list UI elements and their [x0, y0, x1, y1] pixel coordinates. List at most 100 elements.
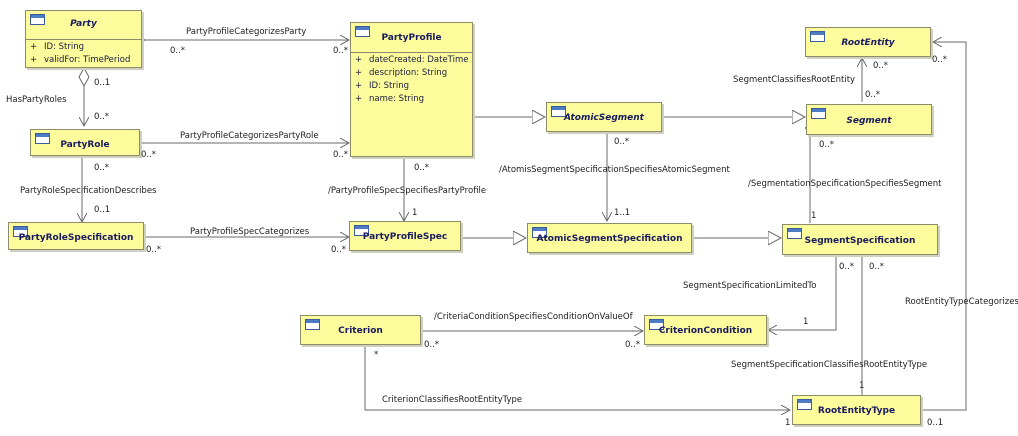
class-segment[interactable]: Segment	[806, 104, 932, 135]
class-icon	[551, 106, 566, 117]
association-name: /SegmentationSpecificationSpecifiesSegme…	[748, 179, 942, 189]
class-name: AtomicSegmentSpecification	[536, 234, 683, 244]
class-icon	[30, 14, 45, 25]
multiplicity: 0..*	[94, 112, 110, 122]
attribute-text: description: String	[369, 68, 448, 78]
multiplicity: 0..*	[865, 90, 881, 100]
link-segmentspec-limited-to	[768, 255, 836, 330]
multiplicity: 1	[859, 381, 865, 391]
class-icon	[810, 31, 825, 42]
attribute-text: name: String	[369, 94, 425, 104]
compartment-divider	[351, 52, 472, 53]
class-criterion[interactable]: Criterion	[300, 315, 421, 345]
association-name: /PartyProfileSpecSpecifiesPartyProfile	[328, 186, 487, 196]
attribute-list: + ID: String +validFor: TimePeriod	[30, 41, 139, 67]
multiplicity: 0..*	[839, 262, 855, 272]
attribute: + ID: String	[355, 80, 470, 93]
multiplicity: 0..1	[94, 78, 111, 88]
class-icon	[13, 226, 28, 237]
attribute: + ID: String	[30, 41, 139, 54]
attribute-list: + dateCreated: DateTime + description: Str…	[355, 54, 470, 106]
class-icon	[354, 225, 369, 236]
association-name: PartyRoleSpecificationDescribes	[20, 186, 157, 196]
multiplicity: 0..*	[932, 55, 948, 65]
class-icon	[811, 108, 826, 119]
class-root-entity-type[interactable]: RootEntityType	[792, 395, 921, 425]
class-name: CriterionCondition	[658, 326, 753, 336]
class-party-profile-spec[interactable]: PartyProfileSpec	[349, 221, 461, 251]
class-icon	[649, 319, 664, 330]
multiplicity: 0..*	[333, 150, 349, 160]
class-root-entity[interactable]: RootEntity	[805, 27, 931, 57]
has-party-roles-diamond	[78, 66, 90, 88]
multiplicity: 0..*	[614, 137, 630, 147]
class-icon	[355, 26, 370, 37]
association-name: CriterionClassifiesRootEntityType	[382, 395, 523, 405]
class-party-profile[interactable]: PartyProfile + dateCreated: DateTime + des…	[350, 22, 473, 157]
multiplicity: 0..*	[819, 140, 835, 150]
multiplicity: 0..*	[424, 340, 440, 350]
association-name: /CriteriaConditionSpecifiesConditionOnVa…	[434, 312, 633, 322]
multiplicity: 0..*	[333, 46, 349, 56]
class-party[interactable]: Party + ID: String +validFor: TimePeriod	[25, 10, 142, 68]
attribute-text: ID: String	[44, 42, 84, 52]
class-name: Segment	[846, 116, 892, 126]
multiplicity: 0..*	[94, 163, 110, 173]
attribute: + dateCreated: DateTime	[355, 54, 470, 67]
multiplicity: 0..*	[146, 245, 162, 255]
attribute-visibility: +	[355, 68, 363, 78]
class-name: PartyRole	[60, 140, 110, 150]
class-atomic-segment-specification[interactable]: AtomicSegmentSpecification	[527, 223, 692, 253]
class-segment-specification[interactable]: SegmentSpecification	[782, 224, 938, 255]
attribute-visibility: +	[355, 55, 363, 65]
attribute-visibility: +	[355, 94, 363, 104]
multiplicity: 1	[785, 418, 791, 428]
class-icon	[532, 227, 547, 238]
class-party-role[interactable]: PartyRole	[30, 129, 140, 156]
attribute-visibility: +	[355, 81, 363, 91]
class-name: PartyRoleSpecification	[18, 233, 134, 243]
class-name: Party	[70, 19, 97, 29]
class-name: RootEntity	[841, 38, 895, 48]
attribute-text: dateCreated: DateTime	[369, 55, 469, 65]
multiplicity: 0..*	[141, 150, 157, 160]
class-icon	[35, 133, 50, 144]
association-name: SegmentSpecificationClassifiesRootEntity…	[731, 360, 928, 370]
multiplicity: 0..*	[414, 163, 430, 173]
class-atomic-segment[interactable]: AtomicSegment	[546, 102, 662, 132]
attribute: + description: String	[355, 67, 470, 80]
class-icon	[797, 399, 812, 410]
association-name: PartyProfileCategorizesPartyRole	[180, 131, 319, 141]
multiplicity: 0..*	[170, 46, 186, 56]
multiplicity: 0..*	[873, 61, 889, 71]
attribute-visibility: +	[30, 42, 38, 52]
multiplicity: 1	[803, 317, 809, 327]
class-name: Criterion	[338, 326, 383, 336]
association-name: HasPartyRoles	[6, 95, 67, 105]
multiplicity: *	[374, 350, 379, 360]
class-criterion-condition[interactable]: CriterionCondition	[644, 315, 767, 345]
multiplicity: 1	[811, 211, 817, 221]
association-name: PartyProfileSpecCategorizes	[190, 227, 310, 237]
class-name: PartyProfile	[381, 33, 442, 43]
multiplicity: 0..*	[869, 262, 885, 272]
multiplicity: 1..1	[614, 208, 631, 218]
class-party-role-specification[interactable]: PartyRoleSpecification	[8, 222, 144, 250]
multiplicity: 0..*	[331, 245, 347, 255]
attribute-text: ID: String	[369, 81, 409, 91]
link-criterion-classifies-rootentitytype	[365, 345, 790, 410]
association-name: PartyProfileCategorizesParty	[186, 27, 307, 37]
class-name: SegmentSpecification	[804, 236, 916, 246]
association-name: RootEntityTypeCategorizes	[905, 297, 1018, 307]
attribute-visibility: +	[30, 55, 38, 65]
multiplicity: 0..*	[625, 340, 641, 350]
class-icon	[305, 319, 320, 330]
class-name: AtomicSegment	[564, 113, 644, 123]
attribute: +validFor: TimePeriod	[30, 54, 139, 67]
class-name: RootEntityType	[817, 406, 896, 416]
class-icon	[787, 228, 802, 239]
class-name: PartyProfileSpec	[362, 232, 448, 242]
attribute: + name: String	[355, 93, 470, 106]
